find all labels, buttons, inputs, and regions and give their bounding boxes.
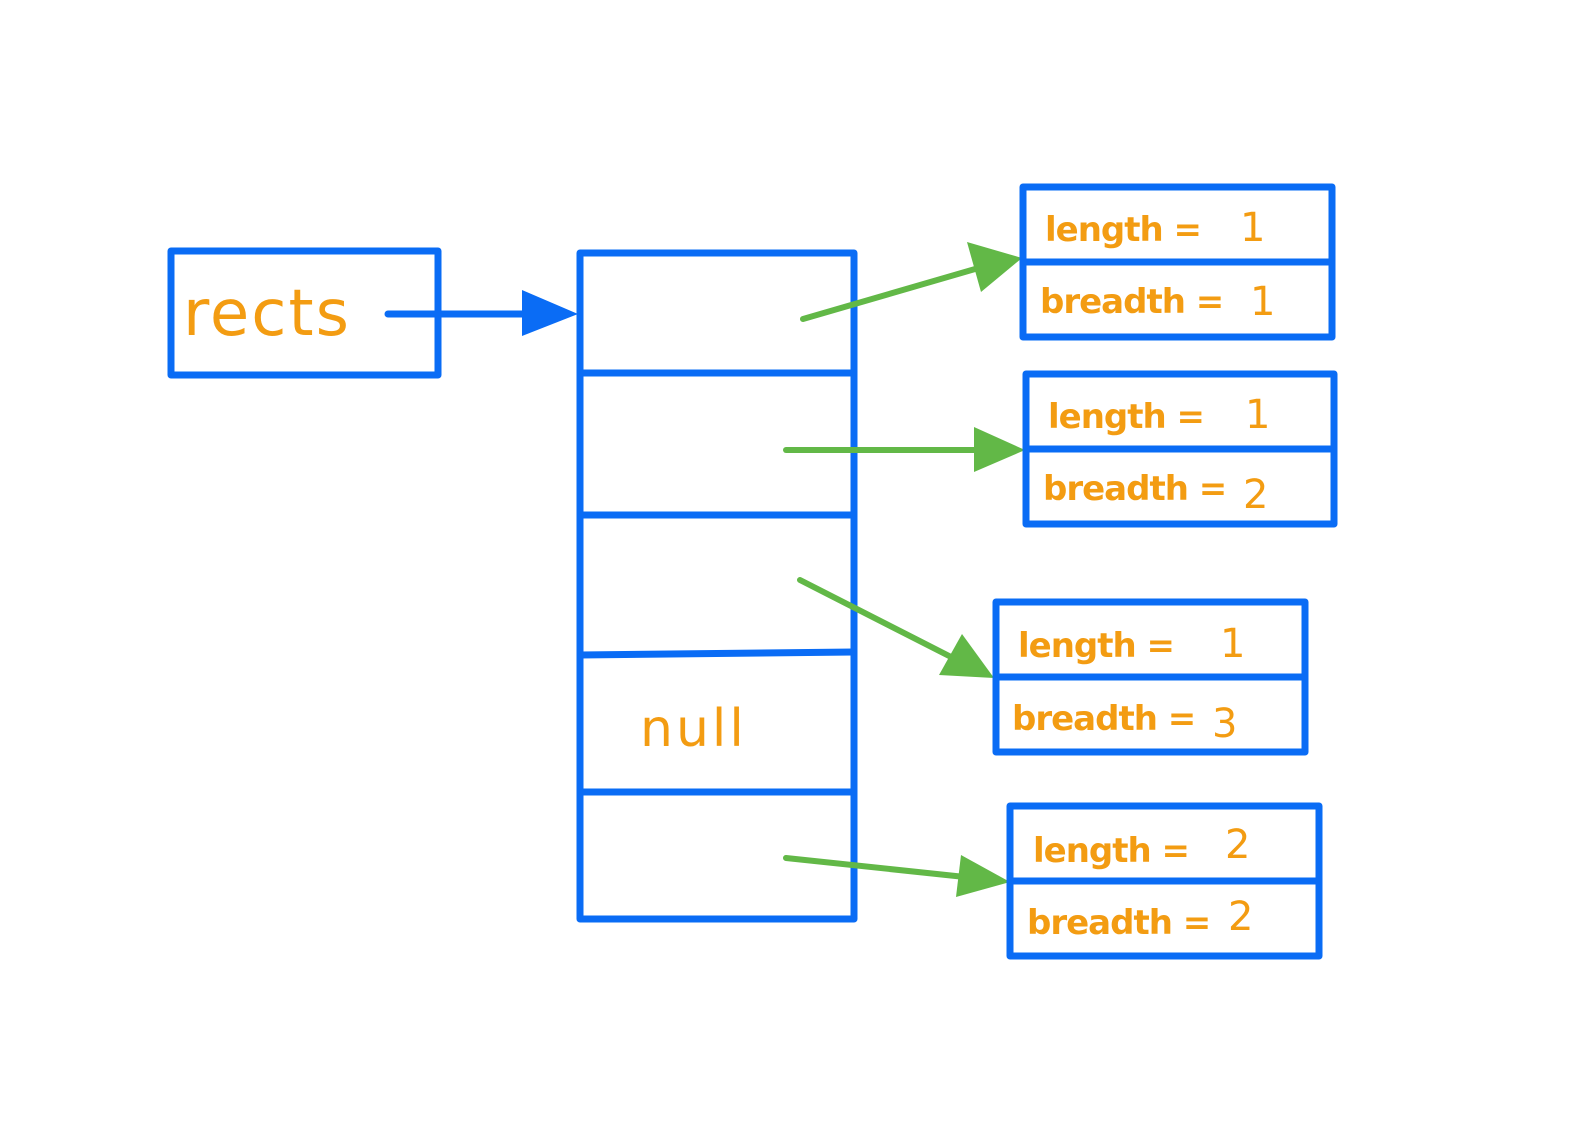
length-value: 1 <box>1220 621 1245 667</box>
element-pointers <box>783 242 1025 897</box>
array-box: null <box>576 249 858 923</box>
length-label: length = <box>1045 210 1201 250</box>
breadth-value: 3 <box>1212 701 1237 747</box>
rectangle-object-1: length = 1 breadth = 2 <box>1022 370 1338 528</box>
pointer-arrowhead-3 <box>956 855 1010 897</box>
length-value: 1 <box>1240 205 1265 251</box>
pointer-arrow-0 <box>800 264 985 322</box>
pointer-arrow-2 <box>797 577 958 662</box>
rectangle-object-3: length = 2 breadth = 2 <box>1006 802 1323 960</box>
array-divider <box>576 648 858 659</box>
length-label: length = <box>1048 397 1204 437</box>
rectangle-object-2: length = 1 breadth = 3 <box>992 598 1309 756</box>
breadth-label: breadth = <box>1027 903 1210 943</box>
length-label: length = <box>1033 831 1189 871</box>
breadth-label: breadth = <box>1043 469 1226 509</box>
rects-variable-box: rects <box>167 247 442 379</box>
pointer-arrowhead-2 <box>939 634 994 678</box>
breadth-value: 2 <box>1228 894 1253 940</box>
breadth-value: 2 <box>1243 472 1268 518</box>
length-label: length = <box>1018 626 1174 666</box>
rects-to-array-arrowhead <box>522 290 578 336</box>
breadth-label: breadth = <box>1012 699 1195 739</box>
pointer-arrowhead-0 <box>967 242 1022 292</box>
rectangle-object-0: length = 1 breadth = 1 <box>1019 183 1336 341</box>
length-value: 2 <box>1225 822 1250 868</box>
breadth-value: 1 <box>1250 279 1275 325</box>
pointer-arrowhead-1 <box>974 427 1025 472</box>
array-cell-null-label: null <box>640 699 747 759</box>
pointer-arrow-3 <box>783 855 968 880</box>
length-value: 1 <box>1245 392 1270 438</box>
rects-variable-label: rects <box>183 277 351 351</box>
breadth-label: breadth = <box>1040 282 1223 322</box>
